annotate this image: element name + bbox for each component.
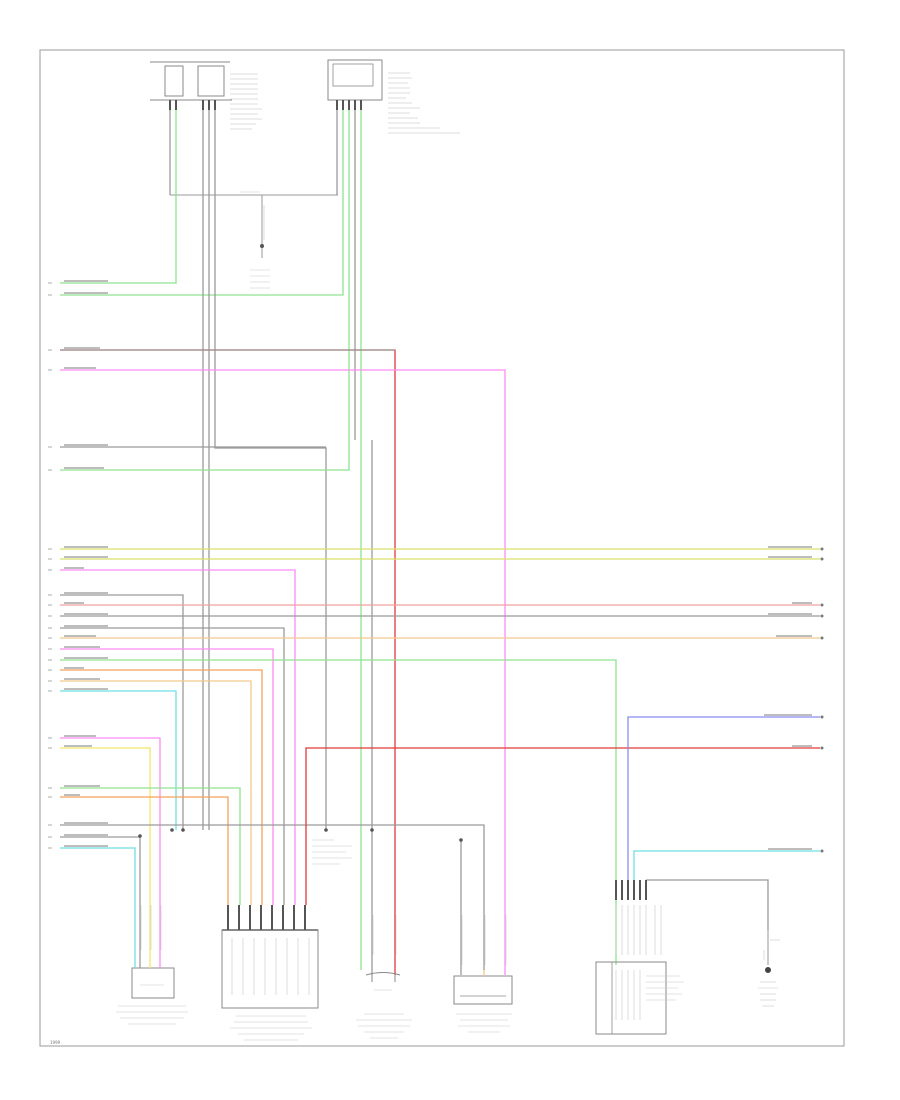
junction-dots xyxy=(138,828,463,842)
wires xyxy=(60,110,820,975)
top-right-connector xyxy=(327,59,460,134)
left-pin-markers xyxy=(48,282,52,849)
fuel-pump-module xyxy=(595,880,684,1035)
transmission-solenoid-connector xyxy=(221,905,319,1041)
left-sensor-component xyxy=(116,905,188,1025)
diagram-frame xyxy=(39,49,845,1047)
left-wire-labels xyxy=(64,280,108,847)
right-wire-labels xyxy=(764,546,812,850)
ground-component xyxy=(758,930,780,1007)
top-connector-pins xyxy=(169,100,362,110)
output-speed-sensor xyxy=(356,915,412,1039)
footer-code: 1999 xyxy=(50,1040,61,1045)
top-left-connector xyxy=(150,61,262,130)
input-speed-sensor xyxy=(453,915,513,1033)
top-wire-labels xyxy=(169,115,362,170)
splice-label xyxy=(312,839,352,865)
right-terminals xyxy=(820,547,824,853)
top-splice xyxy=(170,191,338,289)
